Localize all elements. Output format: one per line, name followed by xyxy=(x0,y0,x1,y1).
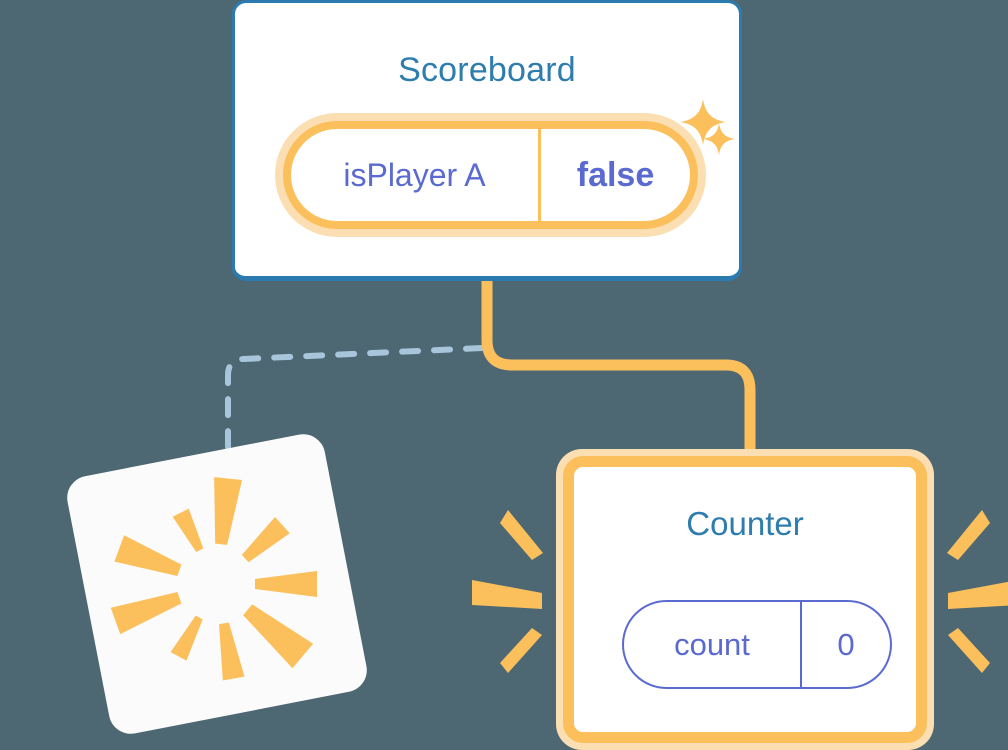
card-ghost-removed xyxy=(63,430,371,738)
solid-connector-to-counter xyxy=(481,281,756,470)
counter-burst-rays-right-icon xyxy=(947,510,1008,673)
scoreboard-title: Scoreboard xyxy=(398,51,576,89)
scoreboard-state-pill[interactable]: isPlayer A false xyxy=(283,121,698,229)
scoreboard-state-pill-inner: isPlayer A false xyxy=(291,129,690,221)
card-counter-highlight-ring: Counter count 0 xyxy=(563,456,927,743)
counter-state-key: count xyxy=(624,602,802,687)
counter-state-value: 0 xyxy=(837,626,855,662)
scoreboard-state-key: isPlayer A xyxy=(291,129,541,221)
card-scoreboard[interactable]: Scoreboard isPlayer A false xyxy=(232,0,742,281)
counter-title: Counter xyxy=(686,505,804,542)
scoreboard-state-value: false xyxy=(576,155,655,194)
counter-state-pill[interactable]: count 0 xyxy=(622,600,892,689)
sparkle-small-icon xyxy=(703,123,735,155)
counter-burst-rays-left-icon xyxy=(472,510,543,673)
sparkle-large-icon xyxy=(680,99,726,145)
card-counter[interactable]: Counter count 0 xyxy=(556,449,934,750)
